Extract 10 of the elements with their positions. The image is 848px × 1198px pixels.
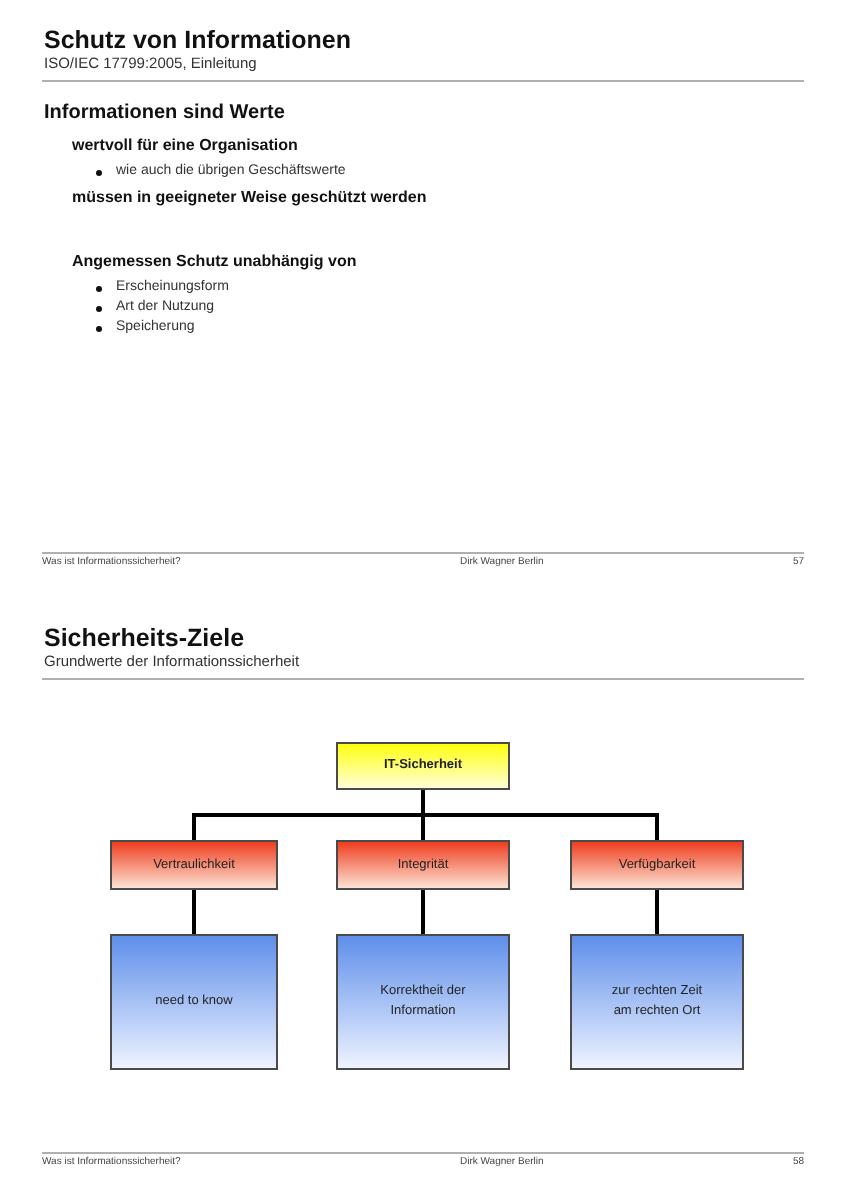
point-text: Angemessen Schutz unabhängig von [72,252,357,272]
connector-line [421,890,425,934]
slide-title: Sicherheits-Ziele [44,624,245,655]
point-text: wertvoll für eine Organisation [72,136,298,156]
section-heading: Informationen sind Werte [44,101,285,126]
point-text: müssen in geeigneter Weise geschützt werden [72,188,427,208]
connector-line [421,790,659,840]
connector-line [192,890,196,934]
slide-title: Schutz von Informationen [44,26,351,57]
connector-line [655,890,659,934]
